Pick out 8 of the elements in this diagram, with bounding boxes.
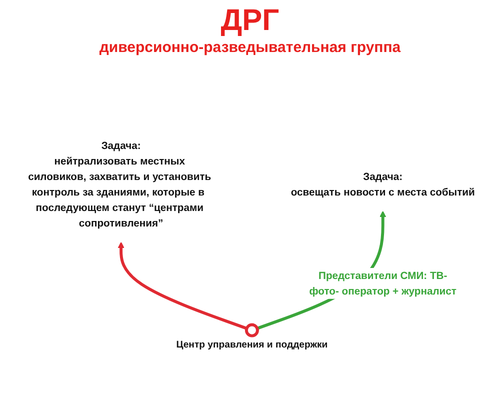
subheading: диверсионно-разведывательная группа [99, 38, 401, 58]
arrow [118, 241, 248, 330]
edge-label: Представители СМИ: ТВ-фото- оператор + журналист [309, 269, 456, 296]
node-caption: Центр управления и поддержки [176, 339, 328, 350]
node-text: Задача: освещать новости с места событий [290, 170, 475, 198]
heading: ДРГ [220, 4, 280, 38]
node-circle [244, 322, 259, 337]
node-text: Задача: нейтрализовать местных силовиков, захватить и установить контроль за зданиями, которые в последующем станут “центрами сопротивления” [28, 139, 212, 228]
